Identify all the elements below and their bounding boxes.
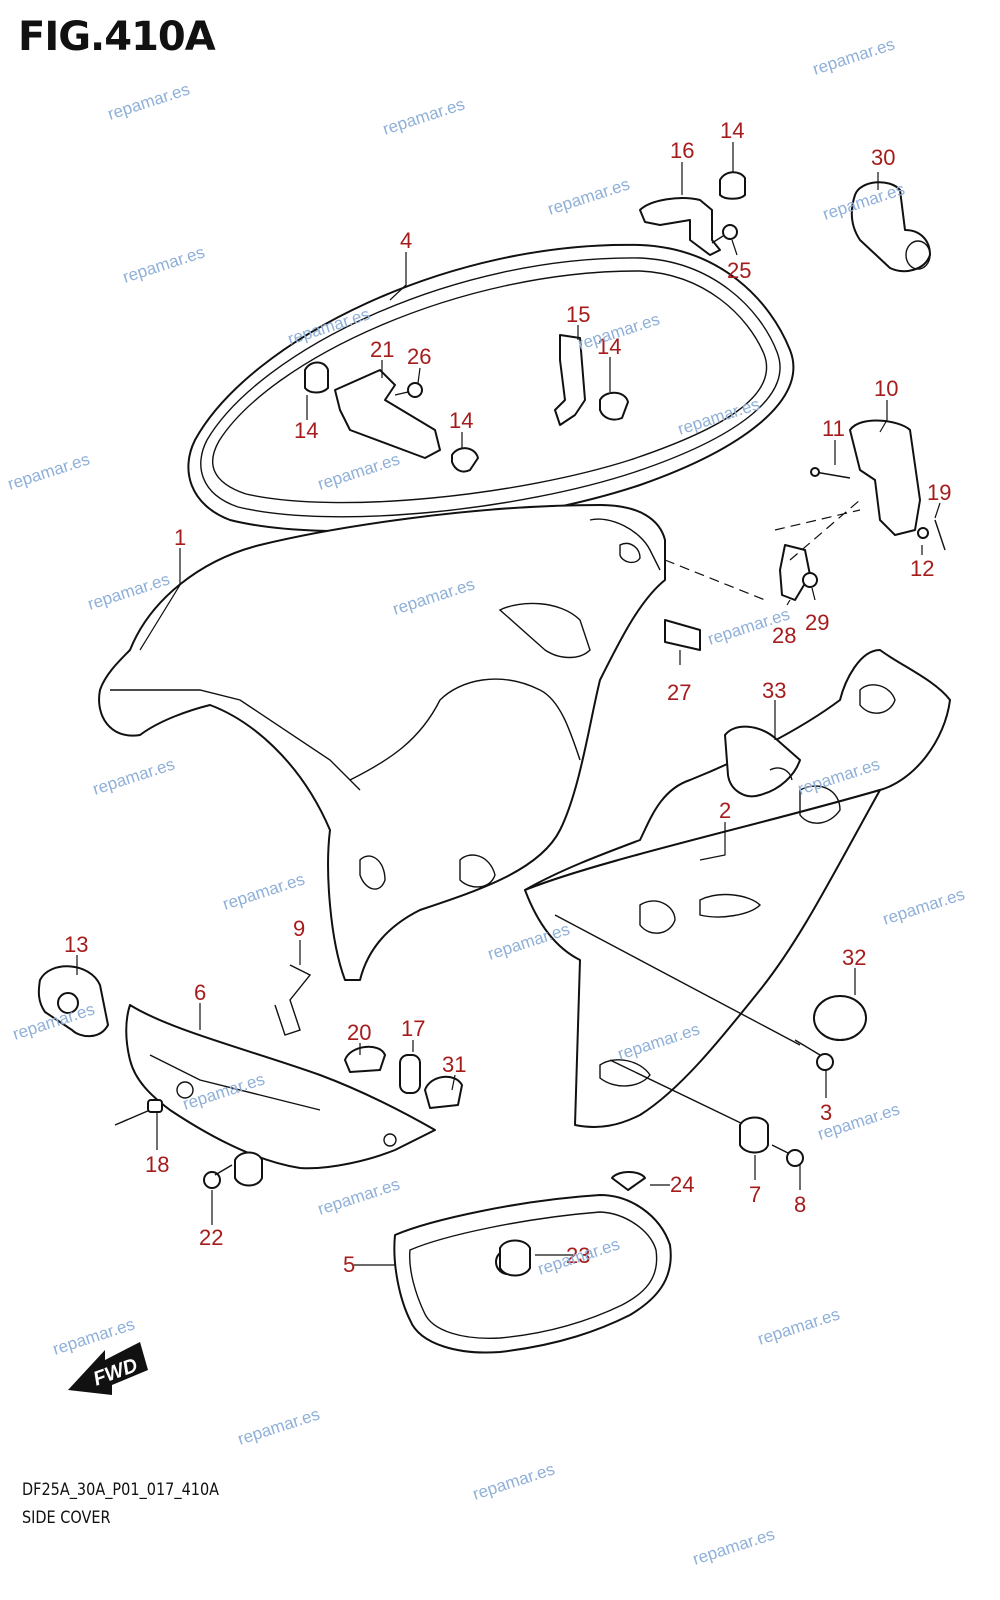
callout-14-mid: 14 — [449, 408, 473, 433]
part-8-bolt — [771, 1144, 804, 1167]
callout-31: 31 — [442, 1052, 466, 1077]
figure-name: SIDE COVER — [22, 1508, 111, 1528]
callout-6: 6 — [194, 980, 206, 1005]
callout-4: 4 — [400, 228, 412, 253]
callout-30: 30 — [871, 145, 895, 170]
part-32-plug — [813, 995, 867, 1041]
part-27-nut — [664, 619, 701, 651]
part-30-grommet — [850, 181, 931, 273]
part-24-clip — [611, 1171, 646, 1191]
part-14-clip-top — [719, 171, 746, 200]
callout-13: 13 — [64, 932, 88, 957]
callout-9: 9 — [293, 916, 305, 941]
callout-7: 7 — [749, 1182, 761, 1207]
part-1-side-cover-port — [98, 504, 666, 981]
watermark-text: repamar.es — [220, 869, 307, 913]
part-3-bolt — [554, 914, 834, 1071]
part-21-bracket — [334, 369, 441, 459]
callout-14-top: 14 — [720, 118, 744, 143]
watermark-text: repamar.es — [235, 1404, 322, 1448]
part-33-grommet — [724, 725, 801, 798]
callout-23: 23 — [566, 1243, 590, 1268]
callout-15: 15 — [566, 302, 590, 327]
part-11-pin — [810, 467, 851, 479]
part-23-grommet — [499, 1239, 531, 1277]
callout-numbers: 1 2 3 4 5 6 7 8 9 10 11 12 13 14 14 14 1… — [64, 118, 951, 1277]
watermark-text: repamar.es — [120, 242, 207, 286]
part-10-lever — [849, 419, 921, 536]
callout-3: 3 — [820, 1100, 832, 1125]
watermark-text: repamar.es — [545, 174, 632, 218]
part-6-bracket — [125, 1004, 436, 1170]
callout-18: 18 — [145, 1152, 169, 1177]
part-7-grommet — [609, 1059, 769, 1154]
part-17-spacer — [399, 1054, 421, 1094]
callout-10: 10 — [874, 376, 898, 401]
part-28-bracket — [779, 544, 811, 601]
part-9-clip — [274, 964, 312, 1036]
callout-32: 32 — [842, 945, 866, 970]
part-14-clip-right — [599, 391, 629, 421]
part-16-bracket — [639, 197, 721, 256]
part-14-clip-left — [304, 361, 329, 394]
part-14-clip-mid — [451, 447, 479, 473]
watermark-text: repamar.es — [90, 754, 177, 798]
callout-16: 16 — [670, 138, 694, 163]
callout-21: 21 — [370, 337, 394, 362]
part-31-clip — [424, 1075, 463, 1109]
callout-8: 8 — [794, 1192, 806, 1217]
part-29-bolt — [802, 572, 818, 588]
callout-22: 22 — [199, 1225, 223, 1250]
callout-14-right: 14 — [597, 334, 621, 359]
part-15-bracket — [554, 334, 586, 426]
callout-33: 33 — [762, 678, 786, 703]
watermark-text: repamar.es — [755, 1304, 842, 1348]
callout-27: 27 — [667, 680, 691, 705]
callout-17: 17 — [401, 1016, 425, 1041]
watermark-text: repamar.es — [315, 1174, 402, 1218]
watermark-text: repamar.es — [380, 94, 467, 138]
part-22-bolt — [203, 1151, 263, 1189]
callout-5: 5 — [343, 1252, 355, 1277]
callout-12: 12 — [910, 556, 934, 581]
callout-19: 19 — [927, 480, 951, 505]
watermark-text: repamar.es — [810, 34, 897, 78]
watermark-text: repamar.es — [5, 449, 92, 493]
leader-lines — [76, 142, 941, 1266]
callout-20: 20 — [347, 1020, 371, 1045]
callout-28: 28 — [772, 623, 796, 648]
part-18-rivet — [114, 1099, 163, 1126]
part-26-bolt — [394, 382, 423, 398]
callout-25: 25 — [727, 258, 751, 283]
part-19-cotter — [934, 519, 946, 551]
part-4-cover-seal — [187, 243, 795, 532]
part-20-clamp — [344, 1045, 386, 1073]
callout-1: 1 — [174, 525, 186, 550]
watermark-text: repamar.es — [690, 1524, 777, 1568]
part-5-seal-plate — [393, 1194, 672, 1354]
assembly-line-upper — [664, 499, 861, 601]
callout-24: 24 — [670, 1172, 694, 1197]
callout-2: 2 — [719, 798, 731, 823]
watermark-text: repamar.es — [470, 1459, 557, 1503]
figure-title: FIG.410A — [18, 14, 216, 60]
callout-14-left: 14 — [294, 418, 318, 443]
watermark-text: repamar.es — [485, 919, 572, 963]
watermark-text: repamar.es — [105, 79, 192, 123]
watermark-text: repamar.es — [880, 884, 967, 928]
part-13-grommet-plate — [37, 965, 109, 1038]
figure-code: DF25A_30A_P01_017_410A — [22, 1480, 220, 1500]
callout-26: 26 — [407, 344, 431, 369]
callout-29: 29 — [805, 610, 829, 635]
part-12-washer — [917, 527, 929, 539]
callout-11: 11 — [822, 416, 845, 441]
part-25-bolt — [711, 224, 738, 244]
